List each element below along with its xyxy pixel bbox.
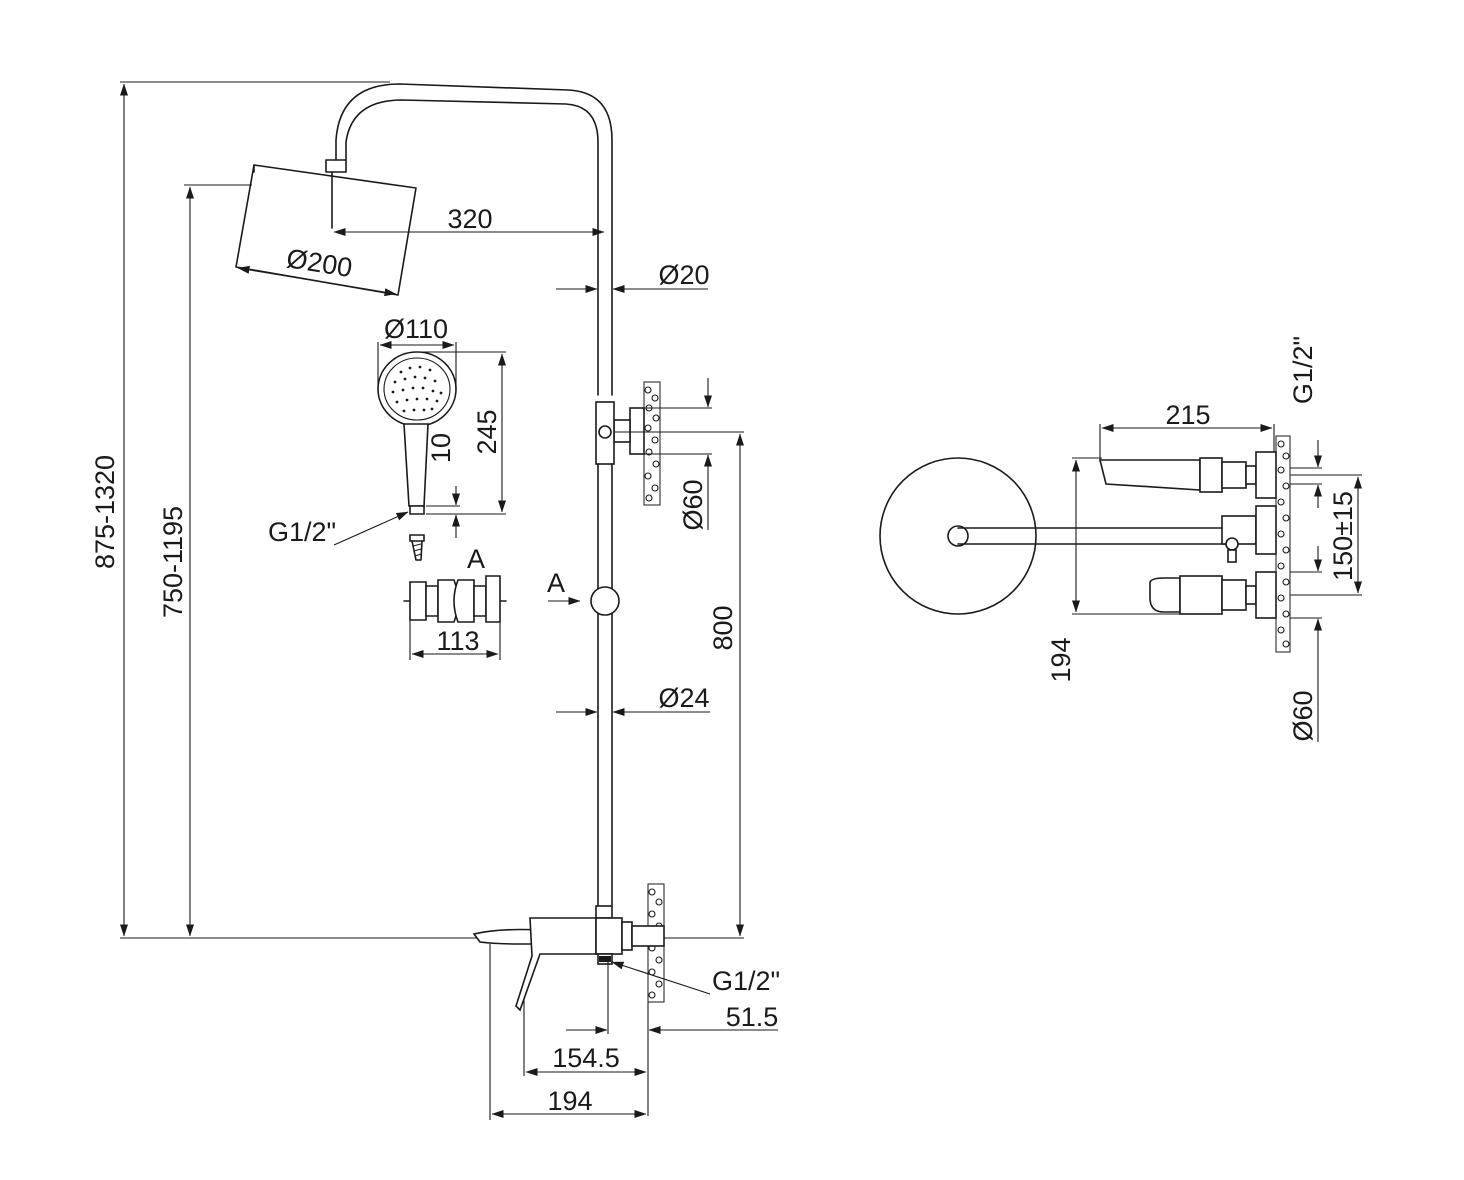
label-inlet-thread: G1/2" (712, 966, 780, 996)
shower-arm (335, 83, 613, 396)
dimension-rail-span: 800 (614, 431, 744, 939)
label-section-marker: A (547, 568, 565, 598)
dimension-pipe-top: Ø20 (556, 260, 710, 293)
dimension-total-height: 875-1320 (90, 81, 480, 939)
label-rail-span: 800 (708, 605, 738, 650)
upper-bracket-side (1098, 451, 1277, 499)
dimension-total-reach: 194 (489, 944, 647, 1120)
upper-wall-bracket (595, 381, 661, 506)
overhead-shower-head (235, 159, 417, 296)
dimension-arm-length: 320 (333, 204, 605, 236)
dimension-pipe-bottom: Ø24 (556, 683, 710, 716)
wall-side (1275, 435, 1291, 653)
label-side-thread: G1/2" (1288, 336, 1318, 404)
dimension-side-thread: G1/2" (1288, 336, 1322, 508)
label-hand-diameter: Ø110 (384, 314, 448, 344)
dimension-mixer-depth: 51.5 (566, 962, 778, 1116)
dimension-head-diameter: Ø200 (237, 243, 397, 297)
hand-shower-nozzles (391, 365, 443, 413)
callout-inlet-thread: G1/2" (611, 961, 780, 996)
dimension-side-width: 215 (1099, 400, 1275, 462)
label-spout-reach: 154.5 (552, 1043, 620, 1073)
slider-detail: A 113 (403, 544, 507, 660)
label-arm-length: 320 (447, 204, 492, 234)
dimension-side-centres: 150±15 (1290, 474, 1362, 596)
label-hand-thread-len: 10 (426, 433, 456, 463)
dimension-hand-length: 245 (418, 351, 506, 515)
label-side-height: 194 (1046, 637, 1076, 682)
side-view: 215 G1/2" 150±15 194 (879, 336, 1362, 742)
label-total-height: 875-1320 (90, 455, 120, 569)
dimension-rail-height: 750-1195 (158, 184, 252, 937)
label-hand-length: 245 (472, 409, 502, 454)
wall-texture-lower (648, 888, 663, 999)
label-mixer-depth: 51.5 (726, 1002, 779, 1032)
label-slider-width: 113 (436, 626, 479, 656)
mid-coupling-side (1221, 505, 1277, 563)
dimension-hand-diameter: Ø110 (377, 314, 457, 389)
label-side-width: 215 (1165, 400, 1210, 430)
hose-connector (409, 534, 425, 561)
shower-arm-plan (947, 525, 1233, 547)
label-pipe-top: Ø20 (658, 260, 709, 290)
lower-mixer-side (1149, 571, 1277, 619)
label-side-centres: 150±15 (1328, 491, 1358, 581)
label-hand-thread: G1/2" (268, 517, 336, 547)
rail-slider (590, 586, 620, 616)
label-pipe-bottom: Ø24 (658, 683, 709, 713)
front-view: 875-1320 750-1195 320 Ø200 (90, 81, 780, 1120)
callout-hand-thread: G1/2" (268, 511, 409, 547)
dimension-flange-upper: Ø60 (644, 378, 712, 531)
label-total-reach: 194 (547, 1086, 592, 1116)
label-flange-upper: Ø60 (678, 479, 708, 530)
label-slider-marker: A (467, 544, 485, 574)
label-rail-height: 750-1195 (158, 506, 188, 618)
slide-rail (590, 463, 620, 906)
dimension-hand-thread: 10 (426, 433, 460, 538)
dimension-side-flange: Ø60 (1288, 546, 1322, 742)
mixer-valve (472, 905, 665, 1012)
section-marker-a: A (547, 568, 581, 605)
dimension-spout-reach: 154.5 (523, 1000, 647, 1076)
dimension-side-height: 194 (1046, 457, 1180, 683)
hand-shower (377, 351, 457, 515)
label-side-flange: Ø60 (1288, 690, 1318, 741)
